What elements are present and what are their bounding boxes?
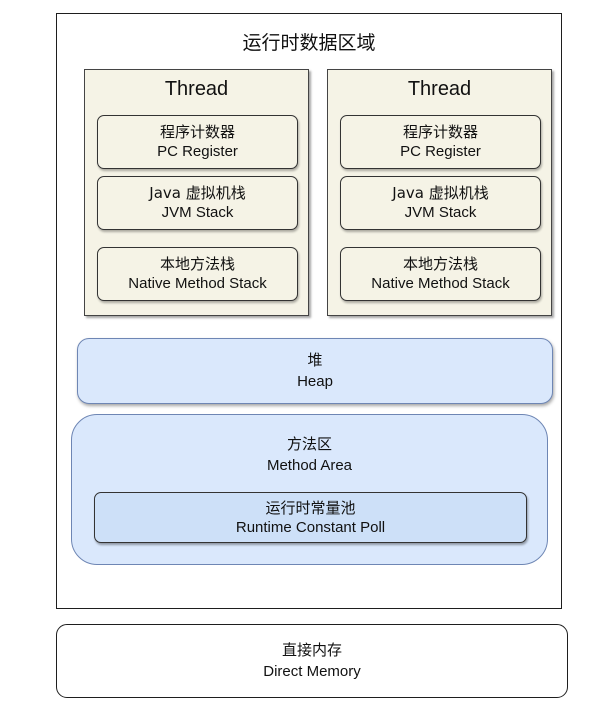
native-method-stack-cn-label: 本地方法栈 xyxy=(402,255,478,273)
runtime-data-area-title: 运行时数据区域 xyxy=(242,32,376,54)
direct-memory-cn-label: 直接内存 xyxy=(281,641,342,659)
jvm-stack-box: Java 虚拟机栈 JVM Stack xyxy=(340,176,541,230)
pc-register-box: 程序计数器 PC Register xyxy=(97,115,298,169)
direct-memory-box: 直接内存 Direct Memory xyxy=(56,624,568,698)
method-area-title: 方法区 Method Area xyxy=(71,433,548,477)
thread-title: Thread xyxy=(164,78,229,100)
direct-memory-en-label: Direct Memory xyxy=(263,663,361,680)
pc-register-en-label: PC Register xyxy=(157,143,238,160)
native-method-stack-cn-label: 本地方法栈 xyxy=(159,255,235,273)
native-method-stack-box: 本地方法栈 Native Method Stack xyxy=(97,247,298,301)
native-method-stack-en-label: Native Method Stack xyxy=(371,275,510,292)
jvm-stack-box: Java 虚拟机栈 JVM Stack xyxy=(97,176,298,230)
thread-title: Thread xyxy=(407,78,472,100)
pc-register-en-label: PC Register xyxy=(400,143,481,160)
method-area-cn-label: 方法区 xyxy=(286,435,332,453)
native-method-stack-box: 本地方法栈 Native Method Stack xyxy=(340,247,541,301)
jvm-stack-cn-label: Java 虚拟机栈 xyxy=(149,184,246,202)
native-method-stack-en-label: Native Method Stack xyxy=(128,275,267,292)
heap-cn-label: 堆 xyxy=(307,351,323,369)
pc-register-cn-label: 程序计数器 xyxy=(159,123,235,141)
runtime-constant-pool-box: 运行时常量池 Runtime Constant Poll xyxy=(94,492,527,543)
heap-en-label: Heap xyxy=(297,373,333,390)
pc-register-box: 程序计数器 PC Register xyxy=(340,115,541,169)
pc-register-cn-label: 程序计数器 xyxy=(402,123,478,141)
thread-box-1: Thread 程序计数器 PC Register Java 虚拟机栈 JVM S… xyxy=(84,69,309,316)
heap-box: 堆 Heap xyxy=(77,338,553,404)
jvm-stack-en-label: JVM Stack xyxy=(161,204,234,221)
thread-box-2: Thread 程序计数器 PC Register Java 虚拟机栈 JVM S… xyxy=(327,69,552,316)
constant-pool-cn-label: 运行时常量池 xyxy=(265,498,356,517)
jvm-stack-cn-label: Java 虚拟机栈 xyxy=(392,184,489,202)
constant-pool-en-label: Runtime Constant Poll xyxy=(235,518,386,536)
method-area-en-label: Method Area xyxy=(266,457,353,474)
jvm-stack-en-label: JVM Stack xyxy=(404,204,477,221)
